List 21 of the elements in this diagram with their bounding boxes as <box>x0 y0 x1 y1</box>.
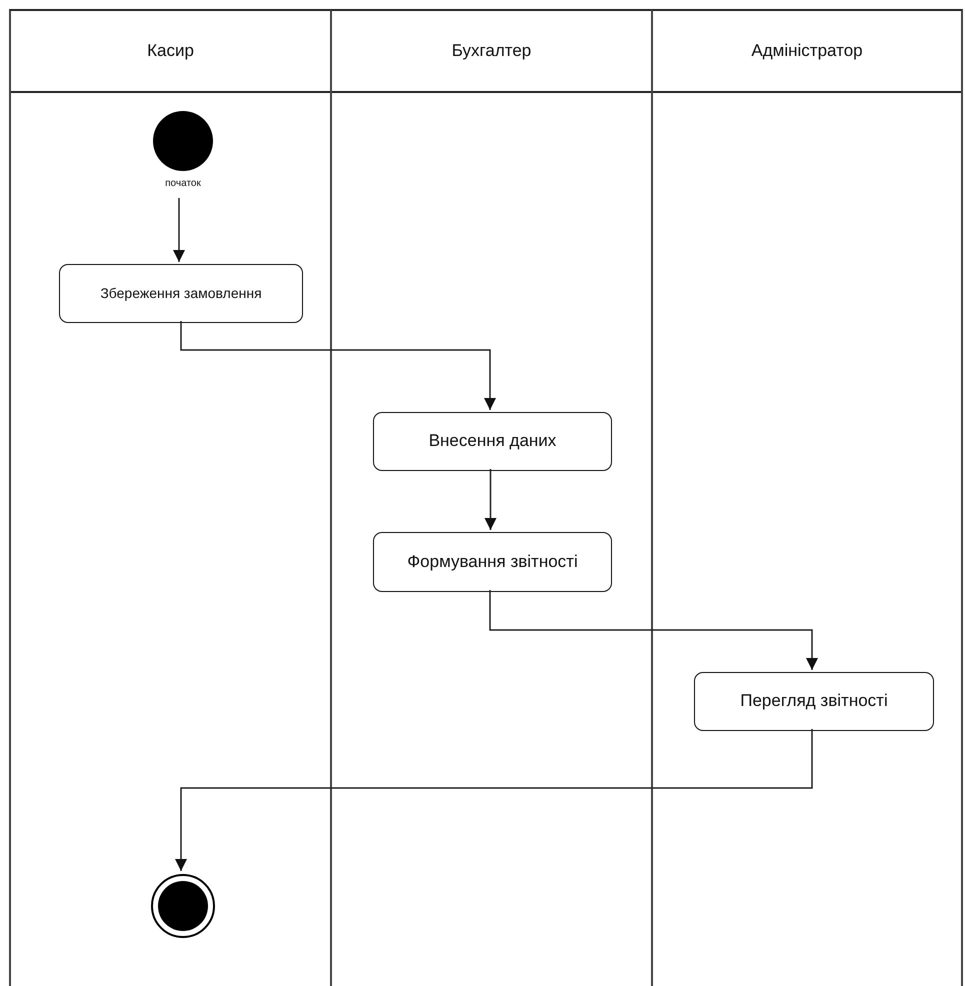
control-flow-arrow <box>489 590 818 670</box>
lane-title: Бухгалтер <box>452 41 532 61</box>
final-node <box>150 873 216 939</box>
action-label: Внесення даних <box>428 431 556 452</box>
lane-title: Адміністратор <box>751 41 863 61</box>
swimlane <box>330 9 651 986</box>
node-caption: початок <box>164 178 202 189</box>
control-flow-arrow <box>173 198 185 262</box>
action-label: Формування звітності <box>407 552 578 572</box>
action-box <box>694 672 934 731</box>
lane-title: Касир <box>147 41 194 61</box>
control-flow-arrow <box>175 729 813 871</box>
action-box <box>373 532 612 592</box>
action-box <box>373 412 612 471</box>
action-label: Перегляд звітності <box>740 691 888 712</box>
swimlane <box>651 9 963 986</box>
control-flow-arrow <box>180 321 496 410</box>
action-box <box>59 264 303 323</box>
swimlane <box>9 9 330 986</box>
action-label: Збереження замовлення <box>100 285 262 302</box>
control-flow-arrow <box>484 469 496 530</box>
